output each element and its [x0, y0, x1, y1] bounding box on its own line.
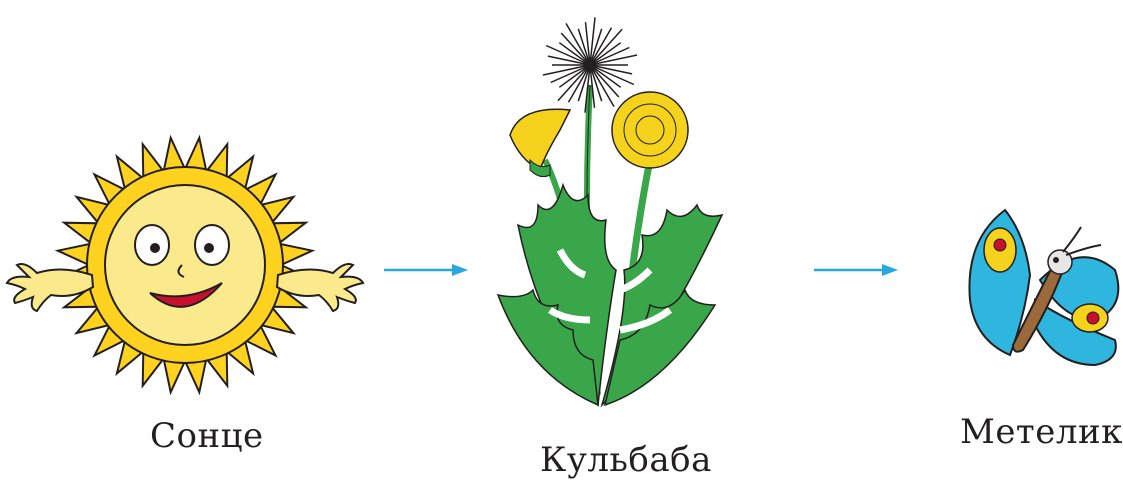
arrow-dandelion-to-butterfly	[812, 262, 902, 278]
dandelion-icon	[490, 10, 740, 410]
arrow-sun-to-dandelion	[382, 262, 472, 278]
node-label-butterfly: Метелик	[960, 412, 1123, 452]
sun-icon	[0, 105, 370, 465]
node-label-sun: Сонце	[150, 416, 264, 456]
node-label-dandelion: Кульбаба	[540, 440, 712, 480]
butterfly-icon	[965, 200, 1123, 370]
